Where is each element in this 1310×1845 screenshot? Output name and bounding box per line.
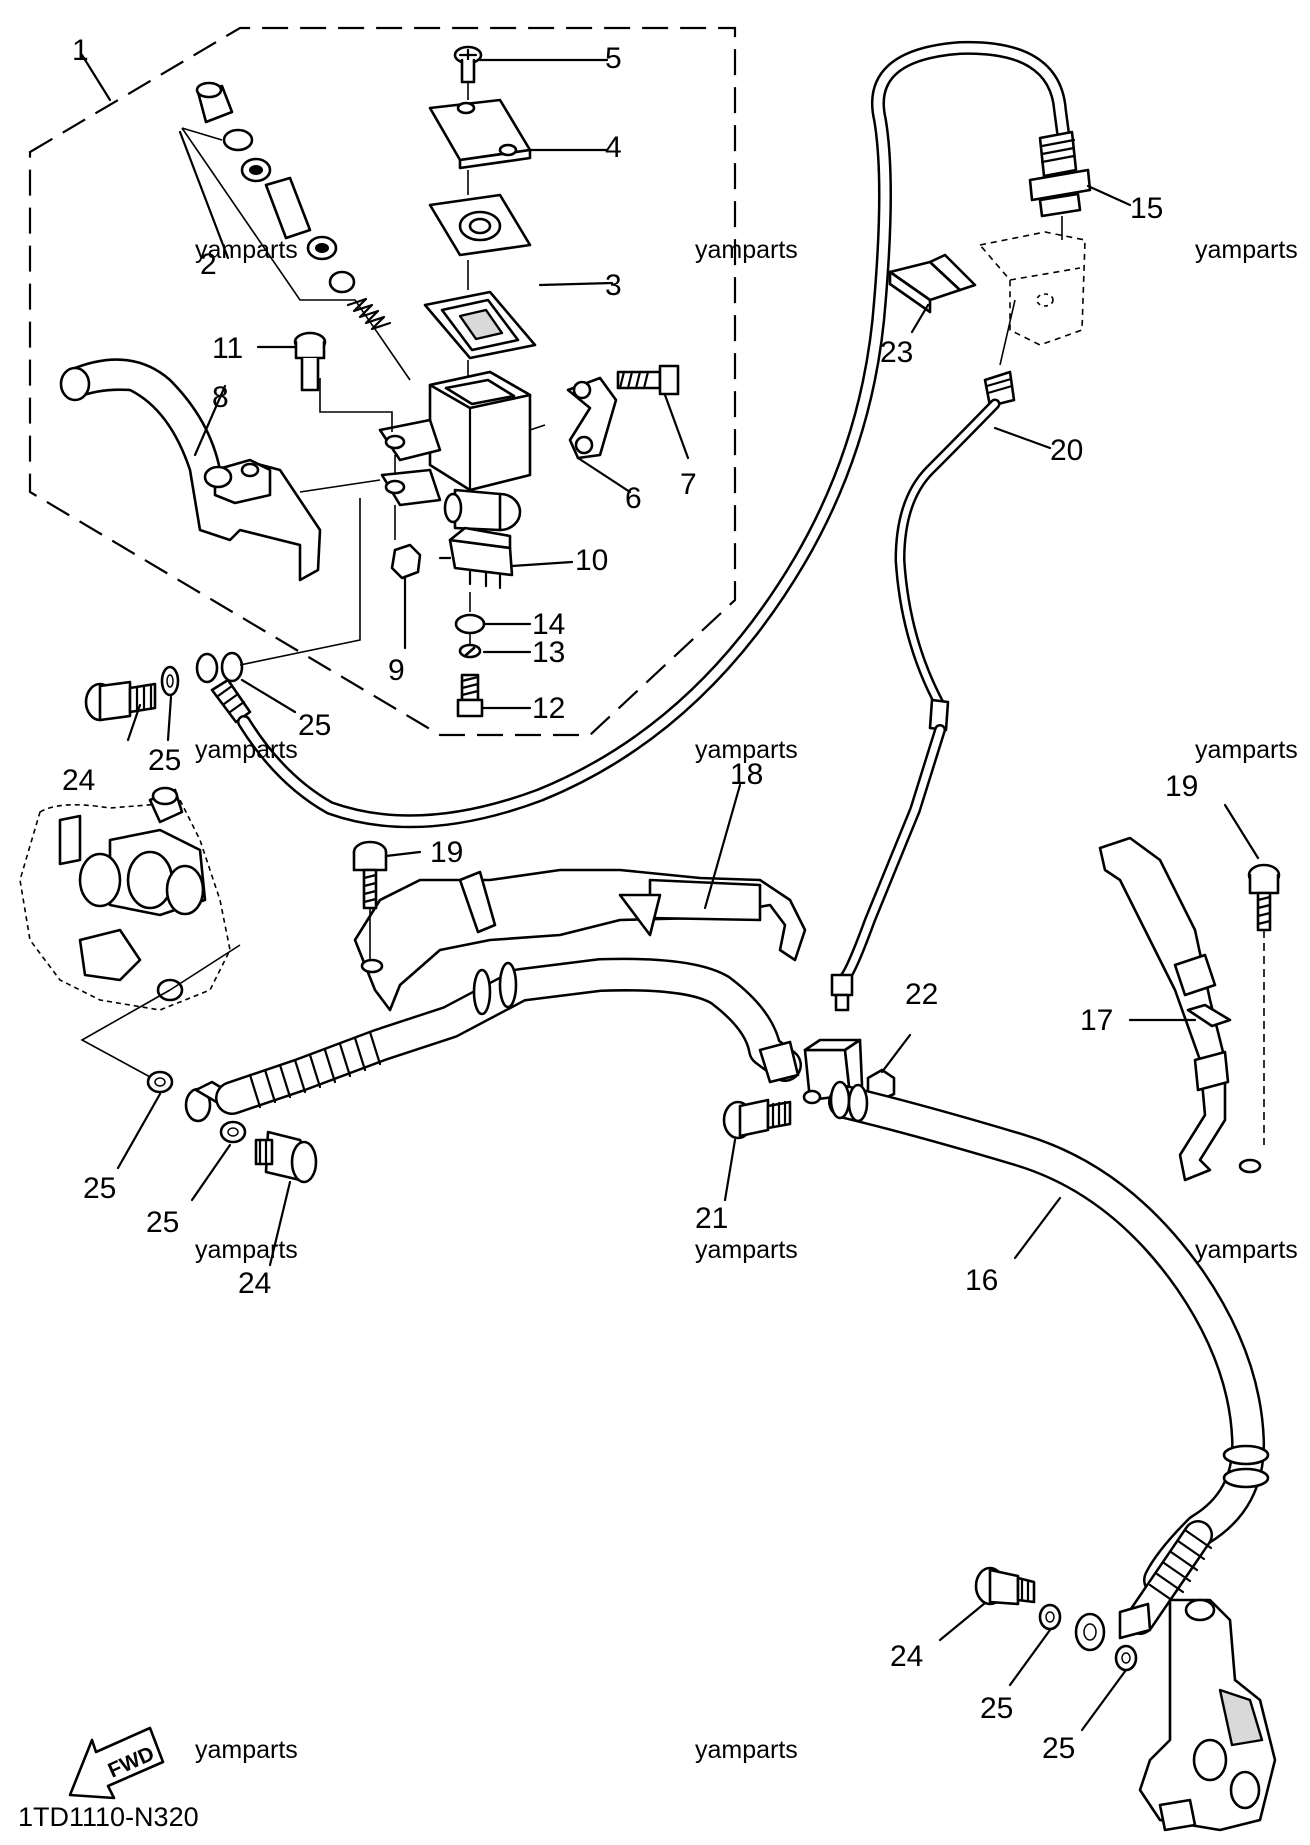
callout-1: 1	[72, 34, 89, 67]
watermark-text: yamparts	[195, 236, 298, 264]
assembly-boundary	[28, 26, 737, 737]
callout-3: 3	[605, 269, 622, 302]
watermark-text: yamparts	[195, 736, 298, 764]
callout-19-right: 19	[1165, 770, 1198, 803]
diagram-code: 1TD1110-N320	[18, 1802, 199, 1832]
callout-17: 17	[1080, 1004, 1113, 1037]
hose-16	[828, 1080, 1270, 1652]
right-caliper	[974, 1566, 1277, 1832]
watermark-text: yamparts	[695, 736, 798, 764]
left-lower-banjo	[146, 1070, 318, 1184]
master-cylinder-group	[59, 45, 680, 718]
callout-25-right-a: 25	[980, 1692, 1013, 1725]
callout-24-upper: 24	[62, 764, 95, 797]
callout-22: 22	[905, 978, 938, 1011]
callout-11: 11	[212, 332, 243, 365]
callout-18: 18	[730, 758, 763, 791]
callout-14: 14	[532, 608, 565, 641]
watermarks: yamparts yamparts yamparts yamparts yamp…	[195, 236, 1298, 1764]
callout-6: 6	[625, 482, 642, 515]
callout-2: 2	[200, 248, 217, 281]
callout-4: 4	[605, 131, 622, 164]
callout-24-lower-left: 24	[238, 1267, 271, 1300]
hose-clamp-18	[352, 840, 807, 1012]
callout-25-upper-b: 25	[298, 709, 331, 742]
junction-block	[722, 1038, 896, 1140]
callout-8: 8	[212, 381, 229, 414]
watermark-text: yamparts	[1195, 236, 1298, 264]
callout-19-left: 19	[430, 836, 463, 869]
watermark-text: yamparts	[195, 1736, 298, 1764]
callout-15: 15	[1130, 192, 1163, 225]
upper-hose-group	[84, 40, 1071, 829]
callout-20: 20	[1050, 434, 1083, 467]
fwd-arrow-icon: FWD	[68, 1726, 165, 1800]
hose-clamp-17	[1098, 836, 1281, 1182]
watermark-text: yamparts	[695, 1236, 798, 1264]
leader-lines	[80, 53, 1260, 1732]
callout-25-left-a: 25	[83, 1172, 116, 1205]
watermark-text: yamparts	[1195, 1236, 1298, 1264]
left-caliper	[19, 786, 241, 1079]
callout-25-left-b: 25	[146, 1206, 179, 1239]
callout-21: 21	[695, 1202, 728, 1235]
lower-hose-left	[215, 957, 802, 1115]
callout-23: 23	[880, 336, 913, 369]
watermark-text: yamparts	[695, 1736, 798, 1764]
callout-16: 16	[965, 1264, 998, 1297]
callout-25-right-b: 25	[1042, 1732, 1075, 1765]
callout-13: 13	[532, 636, 565, 669]
watermark-text: yamparts	[1195, 736, 1298, 764]
watermark-text: yamparts	[695, 236, 798, 264]
callout-numbers: 1 2 3 4 5 6 7 8 9 10 11 12 13 14 15 16 1…	[62, 34, 1198, 1765]
callout-5: 5	[605, 42, 622, 75]
callout-12: 12	[532, 692, 565, 725]
callout-24-right: 24	[890, 1640, 923, 1673]
upper-right-group	[830, 130, 1092, 1012]
callout-10: 10	[575, 544, 608, 577]
callout-7: 7	[680, 468, 697, 501]
callout-9: 9	[388, 654, 405, 687]
watermark-text: yamparts	[195, 1236, 298, 1264]
callout-25-upper-a: 25	[148, 744, 181, 777]
